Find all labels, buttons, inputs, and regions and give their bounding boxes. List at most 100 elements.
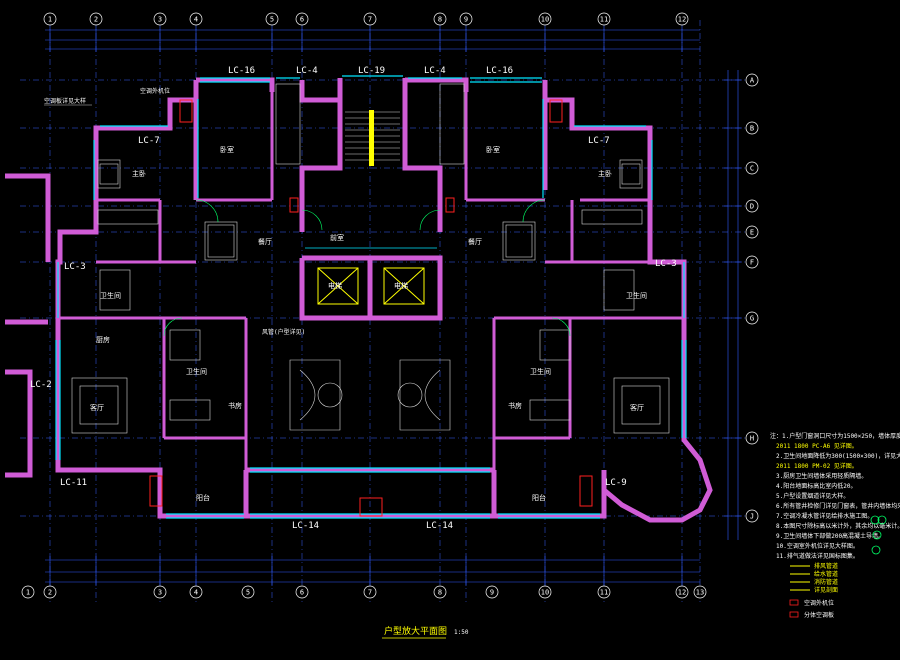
window-tag: LC-4 <box>296 66 318 76</box>
drawing-title: 户型放大平面图 1:50 <box>382 625 469 639</box>
window-tag: LC-3 <box>64 262 86 272</box>
svg-text:书房: 书房 <box>228 401 242 410</box>
svg-text:卧室: 卧室 <box>220 145 234 154</box>
svg-text:6.所有管井检修门详见门窗表，管井内墙体均采用加气混凝土砌块: 6.所有管井检修门详见门窗表，管井内墙体均采用加气混凝土砌块。 <box>776 502 900 510</box>
window-tag: LC-4 <box>424 66 446 76</box>
svg-text:消防管道: 消防管道 <box>814 578 838 586</box>
svg-text:8.本图尺寸除标高以米计外，其余均以毫米计。: 8.本图尺寸除标高以米计外，其余均以毫米计。 <box>776 522 900 530</box>
svg-text:H: H <box>750 435 754 443</box>
svg-text:2: 2 <box>94 16 98 24</box>
svg-text:G: G <box>750 315 754 323</box>
svg-text:7.空调冷凝水管详见给排水施工图。: 7.空调冷凝水管详见给排水施工图。 <box>776 512 873 520</box>
svg-text:6: 6 <box>300 16 304 24</box>
svg-text:1: 1 <box>48 16 52 24</box>
svg-text:客厅: 客厅 <box>630 403 644 412</box>
svg-text:11: 11 <box>600 16 608 24</box>
room-labels: 主卧 主卧 卧室 卧室 餐厅 餐厅 厨房 卫生间 卫生间 卫生间 卫生间 书房 … <box>90 145 647 502</box>
svg-text:卫生间: 卫生间 <box>530 367 551 376</box>
svg-text:2011 1800 PC-A6 见详图。: 2011 1800 PC-A6 见详图。 <box>776 442 858 450</box>
svg-text:6: 6 <box>300 589 304 597</box>
elevators <box>305 247 437 305</box>
svg-text:客厅: 客厅 <box>90 403 104 412</box>
svg-text:4: 4 <box>194 589 198 597</box>
svg-text:B: B <box>750 125 754 133</box>
svg-text:10: 10 <box>541 589 549 597</box>
axis-bubbles-top: 1 2 3 4 5 6 7 8 9 10 11 12 <box>43 12 689 26</box>
axis-bubbles-right: A B C D E F G H J <box>745 73 759 523</box>
svg-text:餐厅: 餐厅 <box>258 237 272 246</box>
svg-text:12: 12 <box>678 589 686 597</box>
svg-text:注：1.户型门窗洞口尺寸为1500×250，墙体厚度为200: 注：1.户型门窗洞口尺寸为1500×250，墙体厚度为200/300。 <box>770 432 900 440</box>
windows <box>55 75 687 519</box>
svg-text:1: 1 <box>26 589 30 597</box>
svg-text:10: 10 <box>541 16 549 24</box>
svg-text:E: E <box>750 229 754 237</box>
svg-text:D: D <box>750 203 754 211</box>
svg-text:阳台: 阳台 <box>532 493 546 502</box>
svg-text:分体空调板: 分体空调板 <box>804 611 834 619</box>
svg-text:7: 7 <box>368 16 372 24</box>
vent-shafts <box>149 99 593 517</box>
interior-walls <box>60 80 684 470</box>
window-tag: LC-7 <box>138 136 160 146</box>
svg-text:F: F <box>750 259 754 267</box>
svg-text:餐厅: 餐厅 <box>468 237 482 246</box>
window-tag: LC-11 <box>60 478 87 488</box>
svg-text:卧室: 卧室 <box>486 145 500 154</box>
general-notes: 注：1.户型门窗洞口尺寸为1500×250，墙体厚度为200/300。 2011… <box>770 432 900 560</box>
window-tag: LC-16 <box>486 66 513 76</box>
dimension-lines <box>45 26 742 586</box>
svg-text:5.户型设置烟道详见大样。: 5.户型设置烟道详见大样。 <box>776 492 849 500</box>
svg-text:J: J <box>750 513 754 521</box>
svg-text:3: 3 <box>158 16 162 24</box>
svg-text:13: 13 <box>696 589 704 597</box>
svg-text:空调外机位: 空调外机位 <box>804 599 834 607</box>
svg-text:3: 3 <box>158 589 162 597</box>
window-tag: LC-16 <box>228 66 255 76</box>
svg-text:书房: 书房 <box>508 401 522 410</box>
svg-text:给水管道: 给水管道 <box>814 570 838 578</box>
svg-text:3.厨房卫生间墙体采用轻质隔墙。: 3.厨房卫生间墙体采用轻质隔墙。 <box>776 472 867 480</box>
legend: 排风管道 给水管道 消防管道 详见剖面 空调外机位 分体空调板 <box>789 515 887 619</box>
svg-text:详见剖面: 详见剖面 <box>814 586 838 594</box>
window-tags: LC-16 LC-4 LC-19 LC-4 LC-16 LC-7 LC-7 LC… <box>30 66 677 531</box>
exterior-walls <box>5 77 713 523</box>
annotation-top-left: 空调外机位 <box>140 87 170 95</box>
svg-text:厨房: 厨房 <box>96 335 110 344</box>
window-tag: LC-3 <box>655 259 677 269</box>
window-tag: LC-2 <box>30 380 52 390</box>
svg-text:12: 12 <box>678 16 686 24</box>
svg-text:阳台: 阳台 <box>196 493 210 502</box>
svg-text:前室: 前室 <box>330 233 344 242</box>
svg-text:2.卫生间地面降低为300(1500×300)，详见大样。: 2.卫生间地面降低为300(1500×300)，详见大样。 <box>776 452 900 460</box>
svg-text:8: 8 <box>438 589 442 597</box>
drawing-title-text: 户型放大平面图 <box>384 625 447 637</box>
svg-text:11: 11 <box>600 589 608 597</box>
svg-text:5: 5 <box>246 589 250 597</box>
svg-text:4: 4 <box>194 16 198 24</box>
svg-text:卫生间: 卫生间 <box>626 291 647 300</box>
svg-text:2: 2 <box>48 589 52 597</box>
svg-text:11.排气道做法详见国标图集。: 11.排气道做法详见国标图集。 <box>776 552 859 560</box>
svg-text:4.阳台地面标高比室内低20。: 4.阳台地面标高比室内低20。 <box>776 482 856 490</box>
window-tag: LC-14 <box>426 521 453 531</box>
svg-text:9: 9 <box>490 589 494 597</box>
svg-text:排风管道: 排风管道 <box>814 562 838 570</box>
window-tag: LC-9 <box>605 478 627 488</box>
svg-text:电梯: 电梯 <box>328 281 342 290</box>
window-tag: LC-14 <box>292 521 319 531</box>
window-tag: LC-19 <box>358 66 385 76</box>
svg-text:C: C <box>750 165 754 173</box>
svg-text:9: 9 <box>464 16 468 24</box>
axis-bubbles-bottom: 1 2 3 4 5 6 7 8 9 10 11 12 13 <box>21 585 707 599</box>
svg-text:8: 8 <box>438 16 442 24</box>
svg-text:卫生间: 卫生间 <box>100 291 121 300</box>
svg-text:9.卫生间墙体下部做200高混凝土导墙。: 9.卫生间墙体下部做200高混凝土导墙。 <box>776 532 884 540</box>
drawing-scale: 1:50 <box>454 629 469 636</box>
furniture <box>71 83 670 434</box>
svg-text:主卧: 主卧 <box>598 169 612 178</box>
stair <box>345 110 400 166</box>
svg-text:2011 1800 PM-02 见详图。: 2011 1800 PM-02 见详图。 <box>776 462 858 470</box>
svg-text:10.空调室外机位详见大样图。: 10.空调室外机位详见大样图。 <box>776 542 859 550</box>
